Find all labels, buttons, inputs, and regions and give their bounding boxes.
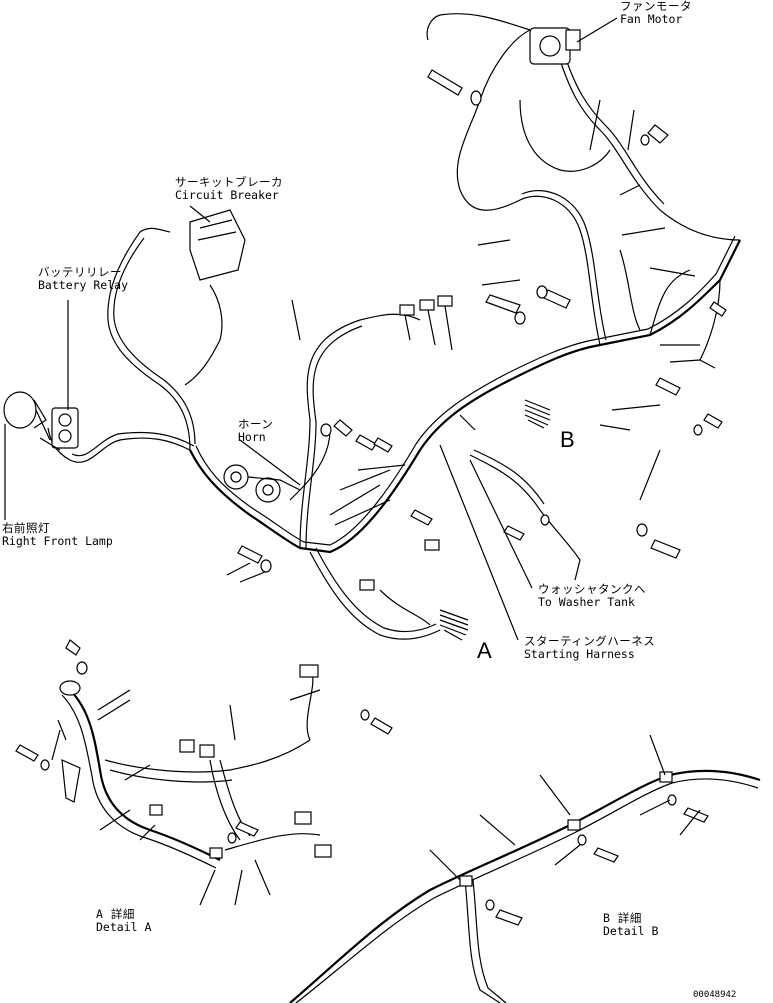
detail-b-label-en: Detail B (603, 924, 659, 938)
circuit-breaker-label-jp: サーキットブレーカ (175, 175, 283, 189)
circuit-breaker-label-en: Circuit Breaker (175, 188, 279, 202)
detail-b-label-jp: B 詳細 (603, 911, 642, 925)
horn-label-en: Horn (238, 430, 266, 444)
fan-motor (529, 27, 581, 65)
right-front-lamp-label-en: Right Front Lamp (2, 534, 113, 548)
washer-tank-label-en: To Washer Tank (538, 595, 635, 609)
battery-relay-label-en: Battery Relay (38, 278, 129, 292)
fan-motor-label-jp: ファンモータ (620, 0, 692, 13)
view-arrow-b (524, 399, 551, 429)
starting-harness-label-jp: スターティングハーネス (524, 634, 656, 648)
starting-harness-label-en: Starting Harness (524, 647, 635, 661)
fan-motor-label-en: Fan Motor (620, 12, 683, 26)
view-marker-a: A (477, 638, 492, 663)
detail-b-drawing (289, 734, 761, 1003)
leader-lines (4, 17, 618, 641)
view-arrow-a (439, 609, 469, 641)
detail-a-label-jp: A 詳細 (96, 907, 135, 921)
view-marker-b: B (560, 427, 575, 452)
horn (223, 464, 301, 503)
horn-label-jp: ホーン (238, 417, 274, 431)
right-front-lamp (3, 391, 61, 451)
fasteners (237, 69, 727, 573)
drawing-code: 00048942 (693, 990, 737, 1000)
starting-harness (47, 13, 741, 640)
detail-a-label-en: Detail A (96, 920, 152, 934)
circuit-breaker (189, 209, 246, 281)
washer-tank-label-jp: ウォッシャタンクへ (538, 582, 646, 596)
battery-relay-label-jp: バッテリリレー (38, 265, 122, 279)
battery-relay (51, 407, 79, 449)
connector-cluster-center (399, 295, 453, 351)
right-front-lamp-label-jp: 右前照灯 (2, 521, 50, 535)
connector-cluster-lower (359, 539, 440, 626)
part-callouts (226, 99, 701, 583)
detail-a-drawing (15, 639, 393, 906)
